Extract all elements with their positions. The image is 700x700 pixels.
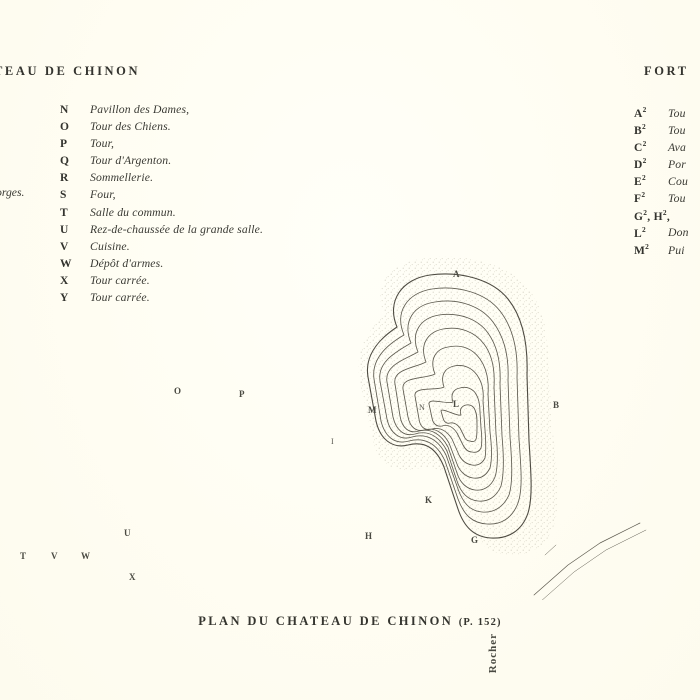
legend-label: Tour d'Argenton. [90, 154, 172, 168]
legend-row: X Tour carrée. [60, 272, 263, 289]
legend-label: Tour, [90, 137, 115, 151]
legend-label: Salle du commun. [90, 205, 176, 219]
legend-row: P Tour, [60, 135, 263, 152]
legend-key-superscript: 2 [641, 190, 646, 200]
running-head-left: TEAU DE CHINON [0, 64, 141, 78]
plan-svg [358, 256, 647, 600]
legend-row: C2 Ava [634, 135, 694, 154]
legend-row: M2 Pui [634, 238, 694, 257]
legend-label: Four, [90, 188, 116, 202]
legend-key: M2 [634, 241, 650, 257]
legend-label: Tou [668, 123, 686, 137]
legend-row: L2 Don [634, 221, 694, 240]
legend-label: Tou [668, 106, 686, 120]
plan-label-t: T [20, 551, 27, 561]
legend-label: Dépôt d'armes. [90, 256, 164, 270]
plan-label-b: B [553, 400, 560, 410]
legend-key-superscript: 2 [662, 207, 667, 217]
plan-label-a: A [453, 269, 460, 279]
legend-row: Y Tour carrée. [60, 289, 263, 306]
legend-key-superscript: 2 [642, 105, 647, 114]
legend-label: Tour carrée. [90, 291, 150, 305]
legend-key: X [60, 274, 69, 287]
legend-label: Cuisine. [90, 239, 130, 253]
plan-label-u: U [124, 528, 131, 538]
legend-row: U Rez-de-chaussée de la grande salle. [60, 221, 263, 238]
legend-key: P [60, 138, 68, 151]
legend-label: Tou [668, 192, 686, 206]
legend-label: Don [668, 226, 689, 240]
legend-row: V Cuisine. [60, 238, 263, 255]
plan-label-g: G [471, 535, 479, 545]
plan-label-n: N [419, 403, 426, 412]
legend-key: C2 [634, 139, 647, 155]
legend-key-superscript: 2 [642, 139, 647, 149]
legend-label: Tour carrée. [90, 273, 150, 287]
plan-label-k: K [425, 495, 433, 505]
legend-key-superscript: 2 [641, 122, 646, 132]
legend-key-superscript: 2 [645, 241, 650, 251]
legend-row: F2 Tou [634, 186, 694, 205]
legend-label: Pui [668, 243, 685, 257]
margin-text-fragment: orges. [0, 186, 25, 199]
plan-label-x: X [129, 572, 136, 582]
plan-label-m: M [368, 405, 377, 415]
legend-key: G2, H2, [634, 207, 671, 223]
plan-label-l: L [453, 399, 460, 409]
legend-left-column: N Pavillon des Dames, O Tour des Chiens. P To… [60, 101, 263, 306]
legend-label: Ava [668, 141, 686, 155]
running-head-right: FORT [644, 64, 689, 78]
legend-row: S Four, [60, 186, 263, 203]
caption-title: PLAN DU CHATEAU DE CHINON [198, 614, 454, 628]
legend-label: Rez-de-chaussée de la grande salle. [90, 222, 264, 236]
legend-key-superscript: 2 [642, 156, 647, 166]
plan-label-v: V [51, 551, 58, 561]
legend-key: E2 [634, 173, 646, 189]
legend-label: Cou [668, 175, 688, 189]
legend-key: S [60, 189, 67, 202]
legend-key: A2 [634, 105, 647, 120]
legend-row: W Dépôt d'armes. [60, 255, 263, 272]
legend-label: Sommellerie. [90, 171, 154, 185]
legend-key: Y [60, 292, 69, 305]
legend-key: L2 [634, 224, 646, 240]
legend-key: O [60, 121, 70, 134]
legend-key: N [60, 104, 69, 116]
legend-row: N Pavillon des Dames, [60, 101, 263, 118]
legend-key-superscript: 2 [641, 224, 646, 234]
legend-row: B2 Tou [634, 118, 694, 137]
legend-label: Pavillon des Dames, [90, 103, 190, 116]
legend-row: T Salle du commun. [60, 204, 263, 221]
legend-key: F2 [634, 190, 646, 206]
legend-label: Tour des Chiens. [90, 120, 171, 134]
legend-key: B2 [634, 122, 646, 137]
legend-label: Por [668, 158, 686, 172]
legend-key: Q [60, 155, 70, 168]
legend-key: T [60, 206, 68, 219]
plan-label-w: W [81, 551, 91, 561]
plan-label-h: H [365, 531, 373, 541]
legend-row: R Sommellerie. [60, 169, 263, 186]
legend-row: E2 Cou [634, 169, 694, 188]
plan-label-o: O [174, 386, 182, 396]
legend-row: G2, H2, [634, 204, 694, 223]
legend-key: D2 [634, 156, 647, 172]
legend-key: U [60, 223, 69, 236]
legend-row: A2 Tou [634, 101, 694, 120]
plan-drawing: Rocher [0, 255, 700, 673]
legend-key: R [60, 172, 69, 185]
legend-key: V [60, 240, 69, 253]
figure-caption: PLAN DU CHATEAU DE CHINON (P. 152) [0, 614, 700, 629]
caption-page-ref: (P. 152) [458, 617, 502, 628]
legend-row: O Tour des Chiens. [60, 118, 263, 135]
legend-row: D2 Por [634, 152, 694, 171]
plan-label-i: I [331, 437, 335, 446]
legend-row: Q Tour d'Argenton. [60, 152, 263, 169]
legend-key-superscript: 2 [641, 173, 646, 183]
legend-key: W [60, 257, 72, 270]
plan-rock-label: Rocher [487, 633, 499, 674]
legend-key-superscript: 2 [643, 207, 648, 217]
plan-label-p: P [239, 389, 245, 399]
